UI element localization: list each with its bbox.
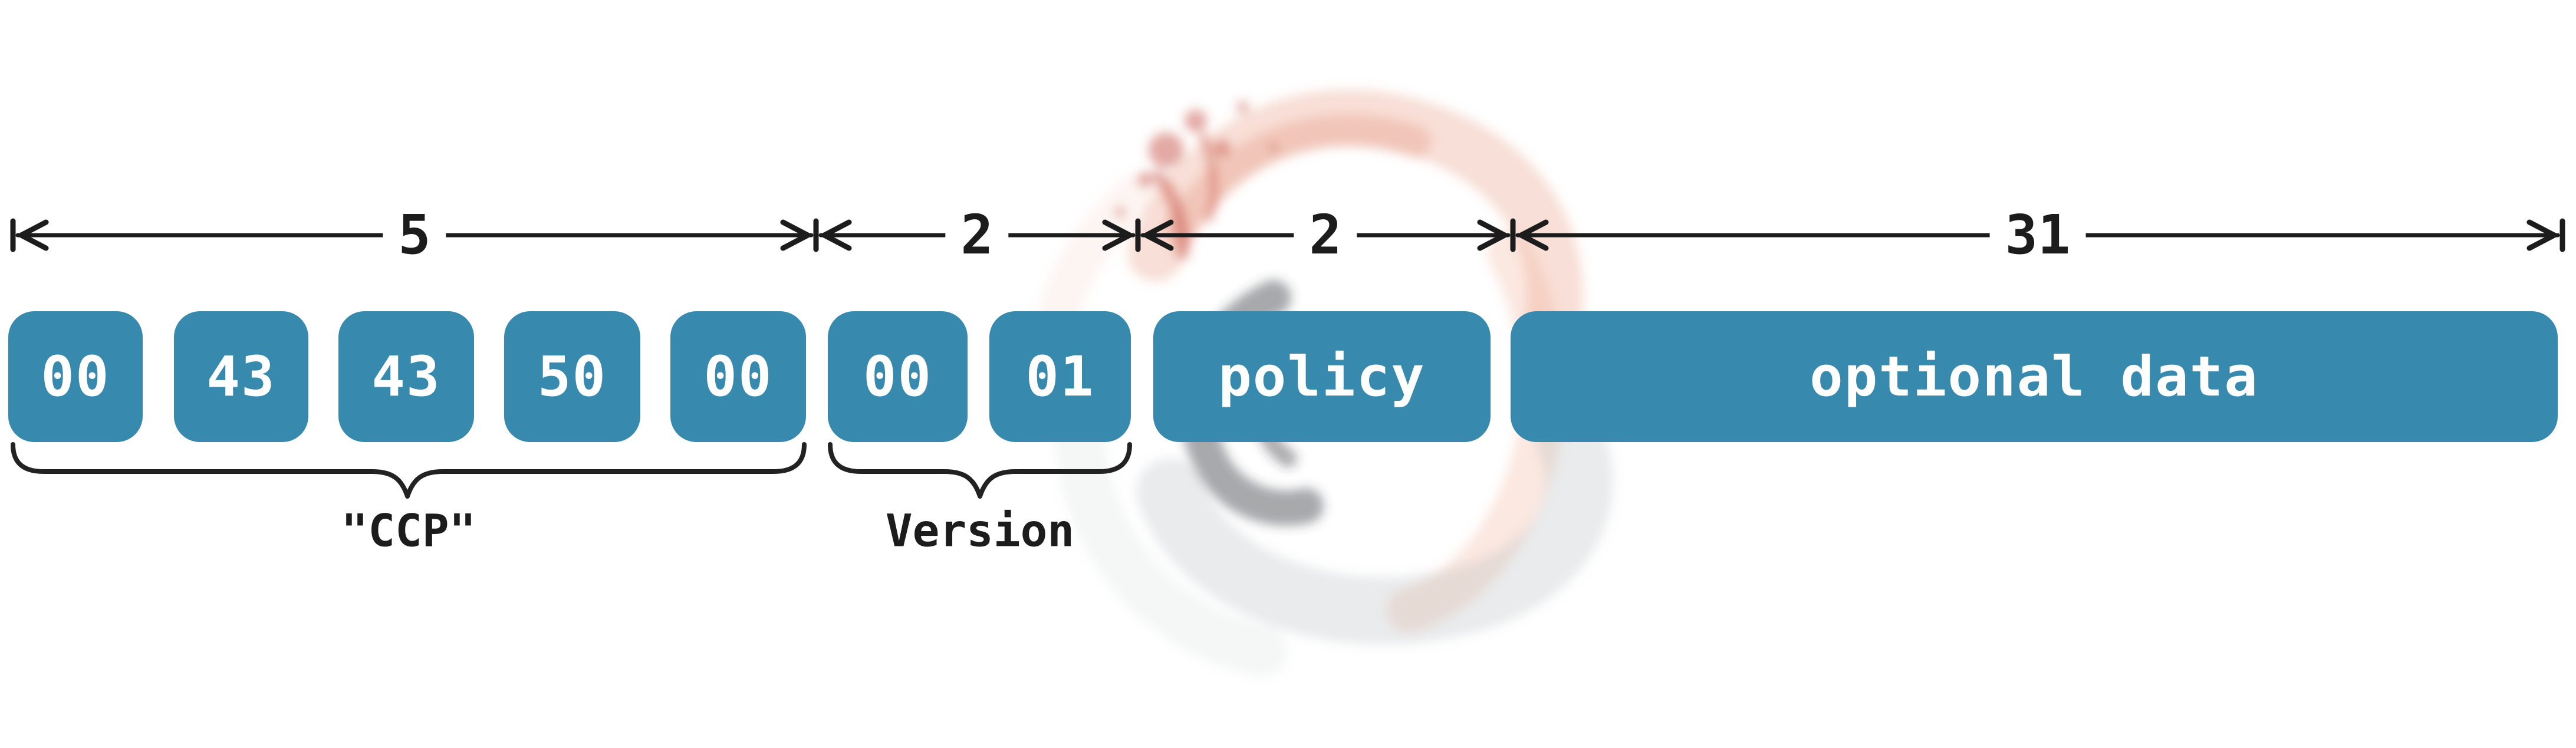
byte-cell-version-0: 00	[828, 311, 968, 442]
byte-cell-magic-3: 50	[504, 311, 640, 442]
byte-cell-magic-1: 43	[174, 311, 308, 442]
size-label-optional: 31	[1989, 204, 2086, 266]
watermark-splatter	[1115, 101, 1278, 260]
size-label-policy: 2	[1294, 204, 1357, 266]
brace-magic	[11, 442, 807, 499]
size-label-magic: 5	[383, 204, 446, 266]
size-label-version: 2	[945, 204, 1009, 266]
byte-cell-magic-2: 43	[338, 311, 474, 442]
field-cell-optional-data: optional data	[1511, 311, 2558, 442]
byte-cell-magic-4: 00	[670, 311, 806, 442]
field-cell-policy: policy	[1153, 311, 1491, 442]
byte-cell-magic-0: 00	[8, 311, 143, 442]
dimension-ticks	[10, 218, 2565, 252]
caption-ccp: "CCP"	[341, 504, 476, 557]
brace-version	[828, 442, 1132, 499]
caption-version: Version	[885, 504, 1075, 557]
byte-cell-version-1: 01	[989, 311, 1131, 442]
group-braces	[11, 442, 1132, 499]
